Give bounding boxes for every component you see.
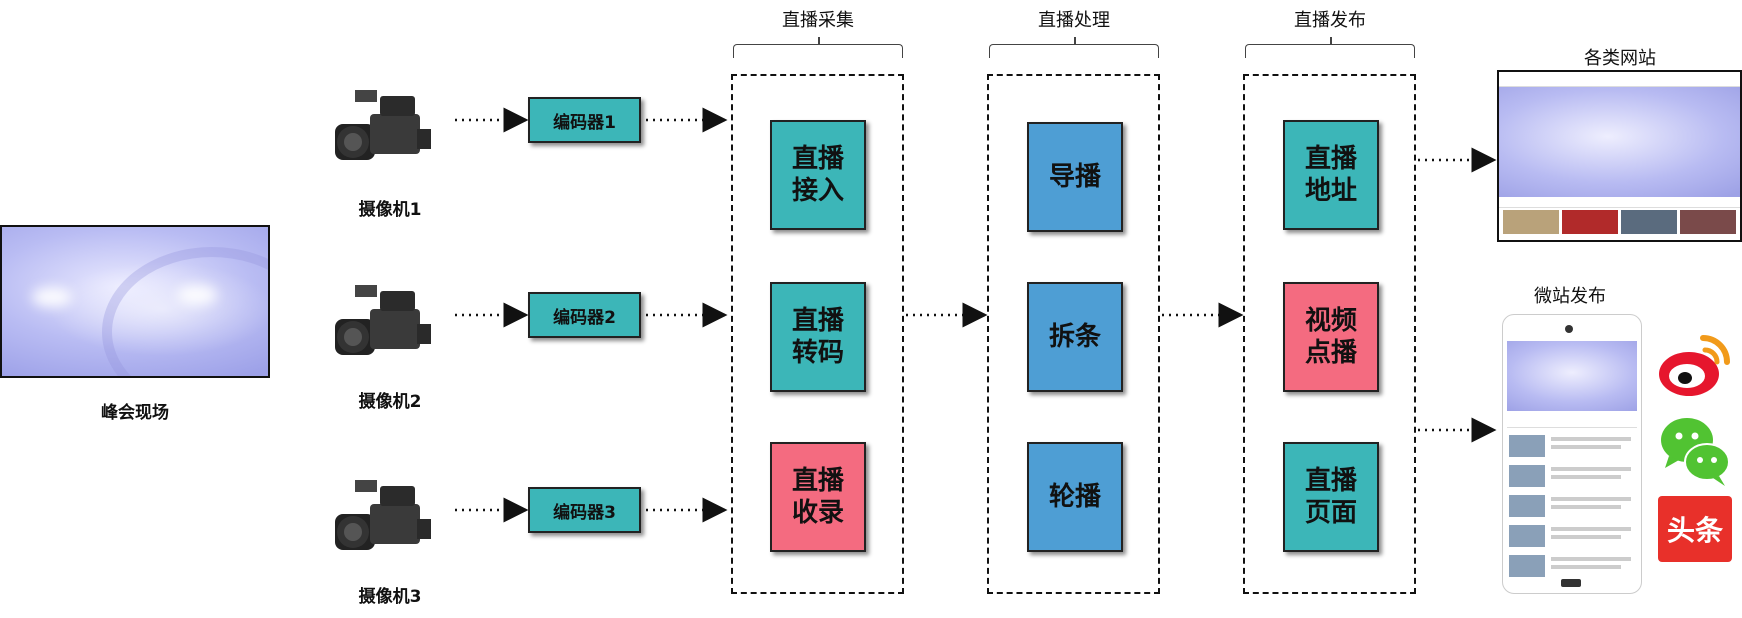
group-brace-capture [733, 37, 903, 58]
group-brace-publish [1245, 37, 1415, 58]
wechat-icon [1661, 418, 1730, 486]
venue-image [0, 225, 270, 378]
group-capture [731, 74, 904, 594]
camera-icon [335, 90, 431, 160]
group-title-publish: 直播发布 [1294, 10, 1366, 31]
encoder-1: 编码器1 [528, 97, 641, 143]
encoder-3: 编码器3 [528, 487, 641, 533]
group-title-capture: 直播采集 [782, 10, 854, 31]
box-live-ingest: 直播接入 [770, 120, 866, 230]
venue-label: 峰会现场 [101, 403, 169, 423]
micro-site-label: 微站发布 [1534, 286, 1606, 307]
box-clipping: 拆条 [1027, 282, 1123, 392]
box-carousel: 轮播 [1027, 442, 1123, 552]
box-vod: 视频点播 [1283, 282, 1379, 392]
group-publish [1243, 74, 1416, 594]
box-live-record: 直播收录 [770, 442, 866, 552]
box-live-url: 直播地址 [1283, 120, 1379, 230]
camera-icon [335, 285, 431, 355]
phone-screenshot [1502, 314, 1642, 594]
group-title-process: 直播处理 [1038, 10, 1110, 31]
toutiao-icon: 头条 [1658, 496, 1732, 562]
camera-label-1: 摄像机1 [358, 200, 422, 220]
websites-label: 各类网站 [1584, 48, 1656, 69]
toutiao-text: 头条 [1666, 514, 1723, 547]
website-screenshot [1497, 70, 1742, 242]
group-brace-process [989, 37, 1159, 58]
camera-icon [335, 480, 431, 550]
box-live-transcode: 直播转码 [770, 282, 866, 392]
weibo-icon [1659, 335, 1730, 396]
box-director: 导播 [1027, 122, 1123, 232]
encoder-2: 编码器2 [528, 292, 641, 338]
camera-label-2: 摄像机2 [358, 392, 422, 412]
camera-label-3: 摄像机3 [358, 587, 422, 607]
group-process [987, 74, 1160, 594]
box-live-page: 直播页面 [1283, 442, 1379, 552]
